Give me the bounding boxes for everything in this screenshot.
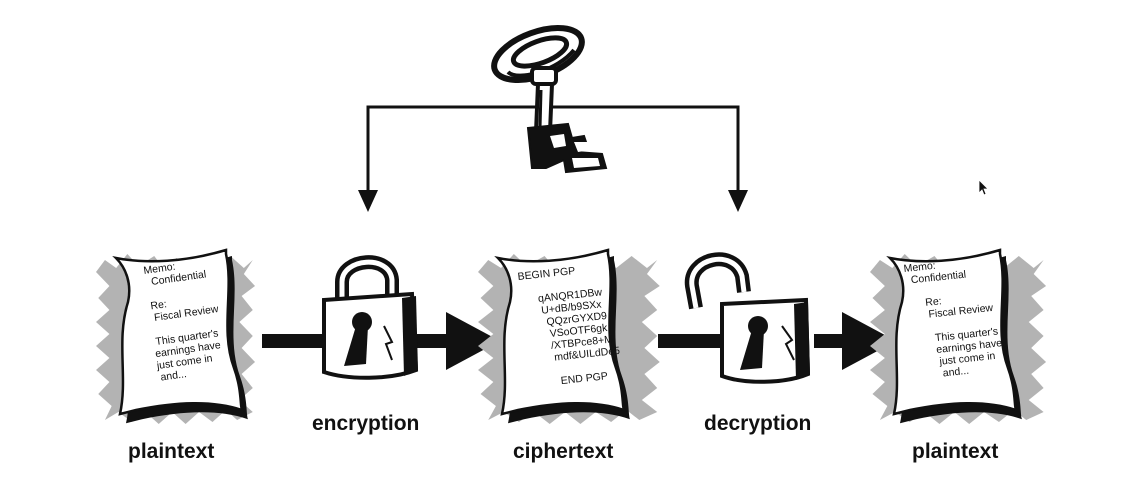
plaintext-document-left: Memo: Confidential Re: Fiscal Review Thi… (96, 248, 256, 424)
label-ciphertext: ciphertext (513, 440, 613, 463)
key-icon (491, 25, 608, 174)
label-plaintext-right: plaintext (912, 440, 998, 463)
padlock-open-icon (684, 252, 811, 384)
ciphertext-document: BEGIN PGP qANQR1DBw U+dB/b9SXx QQzrGYXD9… (478, 248, 660, 424)
plaintext-document-right: Memo: Confidential Re: Fiscal Review Thi… (870, 248, 1047, 424)
label-encryption: encryption (312, 412, 419, 435)
label-plaintext-left: plaintext (128, 440, 214, 463)
flow-arrows (262, 312, 896, 370)
mouse-cursor-icon (978, 179, 989, 196)
padlock-closed-icon (322, 255, 419, 380)
label-decryption: decryption (704, 412, 811, 435)
